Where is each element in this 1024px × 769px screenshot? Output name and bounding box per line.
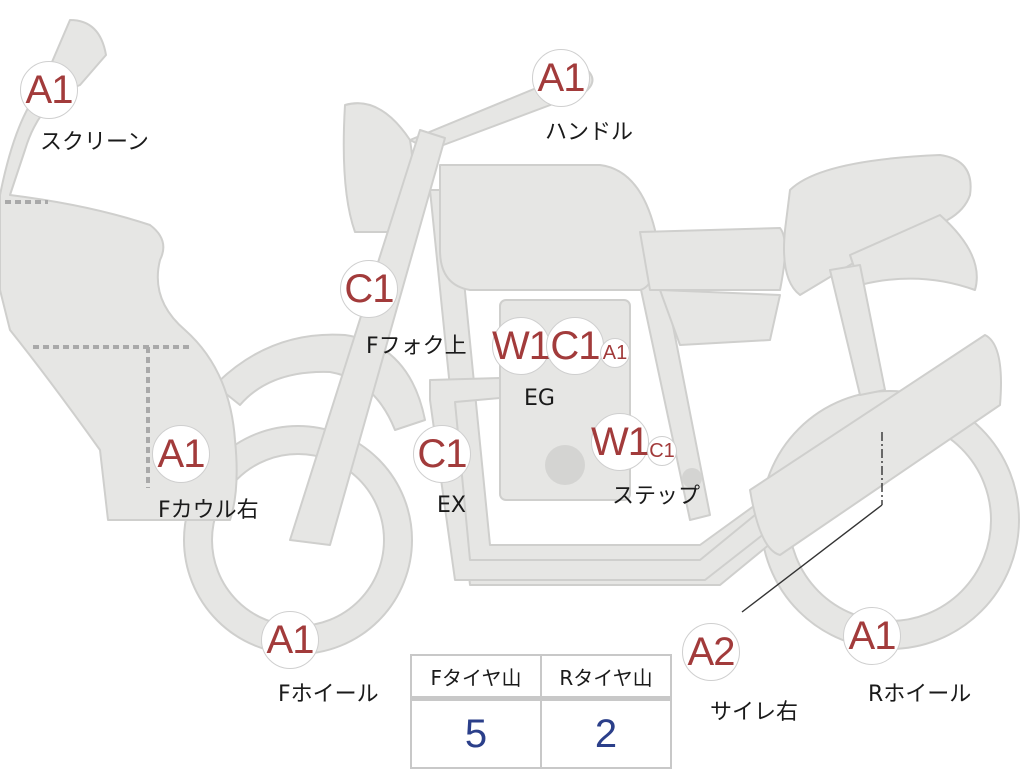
rear-tire-header: Rタイヤ山 xyxy=(540,654,672,701)
exhaust-label: EX xyxy=(437,493,466,518)
cowl-shape xyxy=(0,19,238,521)
rear-wheel-label: Rホイール xyxy=(868,682,972,707)
tire-tread-table: Fタイヤ山 Rタイヤ山 5 2 xyxy=(410,654,672,769)
step-grade-c1: C1 xyxy=(647,436,677,466)
front-cowl-right-label: Fカウル右 xyxy=(158,498,259,523)
exhaust-grade: C1 xyxy=(413,425,471,483)
front-cowl-right-grade: A1 xyxy=(152,425,210,483)
handle-grade: A1 xyxy=(532,49,590,107)
silencer-right-grade: A2 xyxy=(682,623,740,681)
engine-label: EG xyxy=(524,386,555,411)
front-fork-shape xyxy=(289,129,446,546)
fork-upper-label: Fフォク上 xyxy=(366,334,467,359)
front-wheel-grade: A1 xyxy=(261,611,319,669)
fork-upper-grade: C1 xyxy=(340,260,398,318)
rear-tire-value: 2 xyxy=(540,697,672,769)
front-wheel-label: Fホイール xyxy=(278,682,379,707)
engine-grade-a1: A1 xyxy=(600,338,630,368)
rear-wheel-grade: A1 xyxy=(843,607,901,665)
front-tire-header: Fタイヤ山 xyxy=(410,654,542,701)
silencer-right-label: サイレ右 xyxy=(710,700,799,725)
handle-label: ハンドル xyxy=(545,120,634,145)
step-grade-w1: W1 xyxy=(591,413,650,471)
tail-shape xyxy=(783,154,972,296)
front-tire-value: 5 xyxy=(410,697,542,769)
engine-grade-c1: C1 xyxy=(546,317,604,375)
tank-shape xyxy=(439,164,657,291)
screen-label: スクリーン xyxy=(40,130,149,155)
step-label: ステップ xyxy=(612,484,701,509)
silencer-shape xyxy=(749,334,1002,556)
screen-grade: A1 xyxy=(20,61,78,119)
engine-grade-w1: W1 xyxy=(492,317,551,375)
